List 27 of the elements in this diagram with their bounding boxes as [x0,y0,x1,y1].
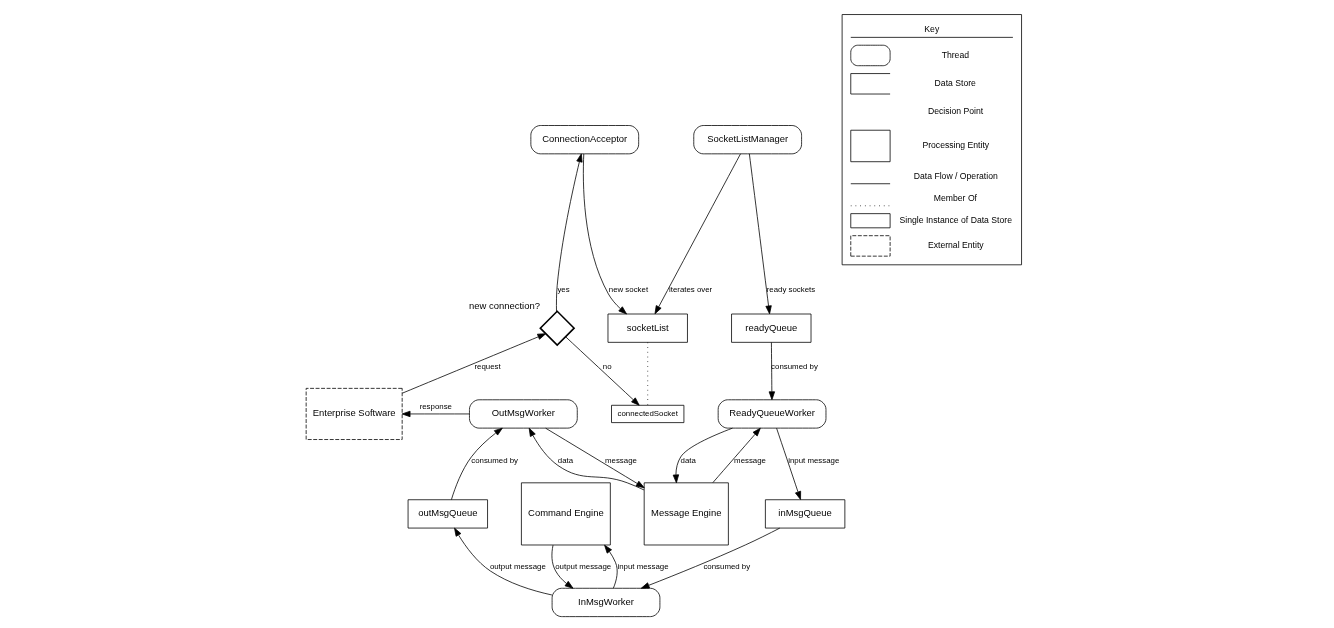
node-label: new connection? [469,299,540,311]
edge-label: input message [617,561,669,571]
edge-label: data [680,456,696,466]
edge-label: request [474,361,501,371]
edge-label: output message [555,561,612,571]
edge-label: output message [489,561,546,571]
legend-label: External Entity [927,240,984,251]
edge-label: yes [557,284,570,294]
legend-label: Member Of [933,192,978,203]
edge-label: message [734,456,766,466]
legend-label: Thread [941,49,970,60]
edge-label: no [602,361,612,371]
edge-label: new socket [608,284,649,294]
legend-label: Decision Point [927,106,984,117]
edge-label: response [419,402,452,412]
legend-label: Data Flow / Operation [913,170,998,181]
edge-label: consumed by [703,561,751,571]
legend-label: Processing Entity [922,140,990,151]
edge-label: ready sockets [766,284,816,294]
edge-label: input message [788,456,840,466]
edge-label: consumed by [471,456,519,466]
edge-label: iterates over [668,284,713,294]
legend-label: Single Instance of Data Store [899,214,1012,225]
edge-label: data [557,456,574,466]
legend-label: Data Store [934,78,976,88]
label: Key [924,24,940,35]
edge-label: message [605,456,637,466]
